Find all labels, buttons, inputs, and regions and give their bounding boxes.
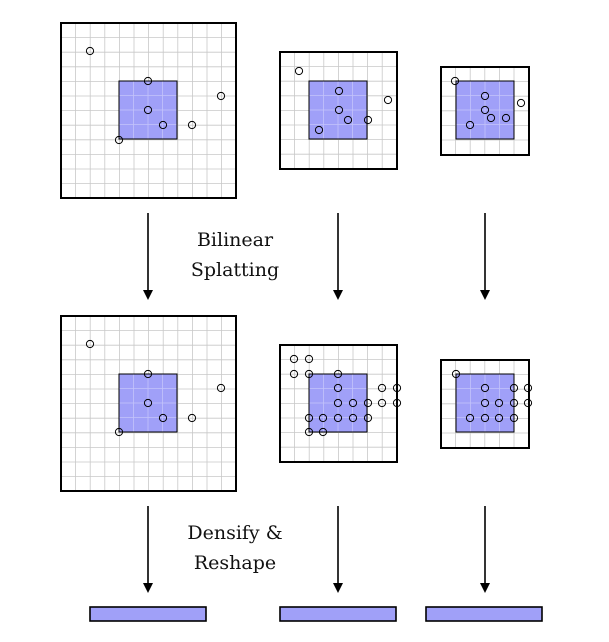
sample-point [523, 383, 533, 393]
roi-border [455, 373, 515, 433]
sample-point [114, 427, 124, 437]
sample-point [451, 369, 461, 379]
sample-point [334, 105, 344, 115]
panel-frame [440, 66, 530, 156]
panel-input-small [440, 66, 530, 156]
splat-line-2: Splatting [190, 259, 280, 281]
panel-splat-small [440, 359, 533, 449]
panel-input-medium [279, 51, 398, 170]
panel-splat-large [60, 315, 237, 492]
densify-line-2: Reshape [193, 552, 277, 574]
panel-grid [280, 345, 397, 462]
roi-border [455, 80, 515, 140]
sample-point [363, 398, 373, 408]
sample-point [494, 413, 504, 423]
sample-point [523, 398, 533, 408]
panel-input-large [60, 22, 237, 199]
sample-point [294, 66, 304, 76]
sample-point [318, 413, 328, 423]
panel-frame [279, 344, 398, 463]
sample-point [304, 427, 314, 437]
sample-point [377, 383, 387, 393]
roi-grid [309, 81, 367, 139]
panel-splat-medium [279, 344, 402, 463]
sample-point [465, 120, 475, 130]
roi-grid [119, 81, 177, 139]
sample-point [383, 95, 393, 105]
sample-point [509, 413, 519, 423]
roi-grid [119, 374, 177, 432]
sample-point [348, 398, 358, 408]
sample-point [158, 120, 168, 130]
sample-point [516, 98, 526, 108]
sample-point [114, 135, 124, 145]
roi-border [118, 80, 178, 140]
panel-frame [60, 22, 237, 199]
bilinear-splatting-label: Bilinear Splatting [170, 225, 300, 285]
roi-grid [309, 374, 367, 432]
sample-point [333, 383, 343, 393]
sample-point [480, 105, 490, 115]
output-feature-bar [279, 606, 397, 622]
sample-point [216, 383, 226, 393]
densify-reshape-label: Densify & Reshape [170, 518, 300, 578]
panel-frame [60, 315, 237, 492]
splat-line-1: Bilinear [196, 229, 274, 251]
sample-point [363, 413, 373, 423]
sample-point [289, 354, 299, 364]
sample-point [348, 413, 358, 423]
sample-point [343, 115, 353, 125]
sample-point [480, 413, 490, 423]
sample-point [509, 398, 519, 408]
sample-point [494, 398, 504, 408]
sample-point [85, 46, 95, 56]
roi-border [308, 80, 368, 140]
sample-point [333, 398, 343, 408]
sample-point [187, 413, 197, 423]
sample-point [304, 369, 314, 379]
roi-grid [456, 374, 514, 432]
sample-point [289, 369, 299, 379]
sample-point [392, 398, 402, 408]
sample-point [318, 427, 328, 437]
sample-point [304, 413, 314, 423]
sample-point [314, 125, 324, 135]
sample-point [509, 383, 519, 393]
sample-point [480, 383, 490, 393]
sample-point [480, 91, 490, 101]
sample-point [333, 413, 343, 423]
output-feature-bar [89, 606, 207, 622]
sample-point [158, 413, 168, 423]
sample-point [187, 120, 197, 130]
sample-point [143, 369, 153, 379]
sample-point [333, 369, 343, 379]
roi-border [308, 373, 368, 433]
sample-point [216, 91, 226, 101]
panel-frame [279, 51, 398, 170]
densify-line-1: Densify & [187, 522, 283, 544]
sample-point [143, 76, 153, 86]
sample-point [363, 115, 373, 125]
output-feature-bar [425, 606, 543, 622]
sample-point [85, 339, 95, 349]
sample-point [501, 113, 511, 123]
panel-frame [440, 359, 530, 449]
sample-point [480, 398, 490, 408]
sample-point [377, 398, 387, 408]
sample-point [450, 76, 460, 86]
sample-point [304, 354, 314, 364]
roi-border [118, 373, 178, 433]
sample-point [143, 105, 153, 115]
sample-point [143, 398, 153, 408]
roi-grid [456, 81, 514, 139]
sample-point [465, 413, 475, 423]
sample-point [334, 86, 344, 96]
sample-point [486, 113, 496, 123]
sample-point [392, 383, 402, 393]
